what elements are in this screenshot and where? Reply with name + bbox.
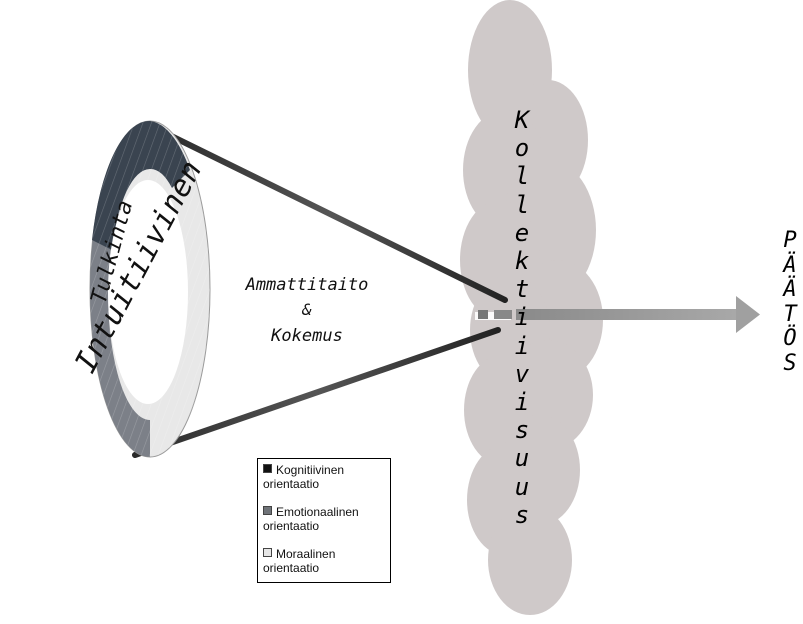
cloud-label-letter: s xyxy=(507,501,537,529)
cloud-label-letter: v xyxy=(507,360,537,388)
cone-label-line1: Ammattitaito xyxy=(245,275,369,295)
legend-label-emotional: Emotionaalinen xyxy=(276,505,359,519)
result-label-letter: S xyxy=(775,351,803,376)
cone-label-line3: Kokemus xyxy=(270,326,343,346)
legend-sublabel-cognitive: orientaatio xyxy=(263,477,319,491)
legend-swatch-emotional xyxy=(263,506,272,515)
legend-swatch-moral xyxy=(263,548,272,557)
cloud-label-letter: i xyxy=(507,303,537,331)
result-label-letter: P xyxy=(775,228,803,253)
cloud-label-letter: K xyxy=(507,106,537,134)
legend-label-cognitive: Kognitiivinen xyxy=(276,463,344,477)
cloud-label-letter: l xyxy=(507,191,537,219)
cone-label-line2: & xyxy=(301,300,312,319)
cloud-label-letter: l xyxy=(507,162,537,190)
cloud-label-letter: i xyxy=(507,332,537,360)
legend-swatch-cognitive xyxy=(263,464,272,473)
result-label-letter: T xyxy=(775,302,803,327)
legend: Kognitiivinen orientaatio Emotionaalinen… xyxy=(257,458,391,583)
cloud-label-letter: o xyxy=(507,134,537,162)
result-label-letter: Ä xyxy=(775,277,803,302)
legend-item-cognitive: Kognitiivinen orientaatio xyxy=(263,463,391,491)
cloud-label-letter: k xyxy=(507,247,537,275)
cloud-label-letter: t xyxy=(507,275,537,303)
legend-sublabel-emotional: orientaatio xyxy=(263,519,319,533)
cloud-label-letter: s xyxy=(507,416,537,444)
legend-sublabel-moral: orientaatio xyxy=(263,561,319,575)
cloud-label-letter: i xyxy=(507,388,537,416)
result-label-letter: Ö xyxy=(775,326,803,351)
legend-item-emotional: Emotionaalinen orientaatio xyxy=(263,505,391,533)
cloud-label-letter: e xyxy=(507,219,537,247)
legend-label-moral: Moraalinen xyxy=(276,547,335,561)
cloud-label-letter: u xyxy=(507,473,537,501)
legend-item-moral: Moraalinen orientaatio xyxy=(263,547,391,575)
cloud-label-letter: u xyxy=(507,444,537,472)
result-label-letter: Ä xyxy=(775,253,803,278)
